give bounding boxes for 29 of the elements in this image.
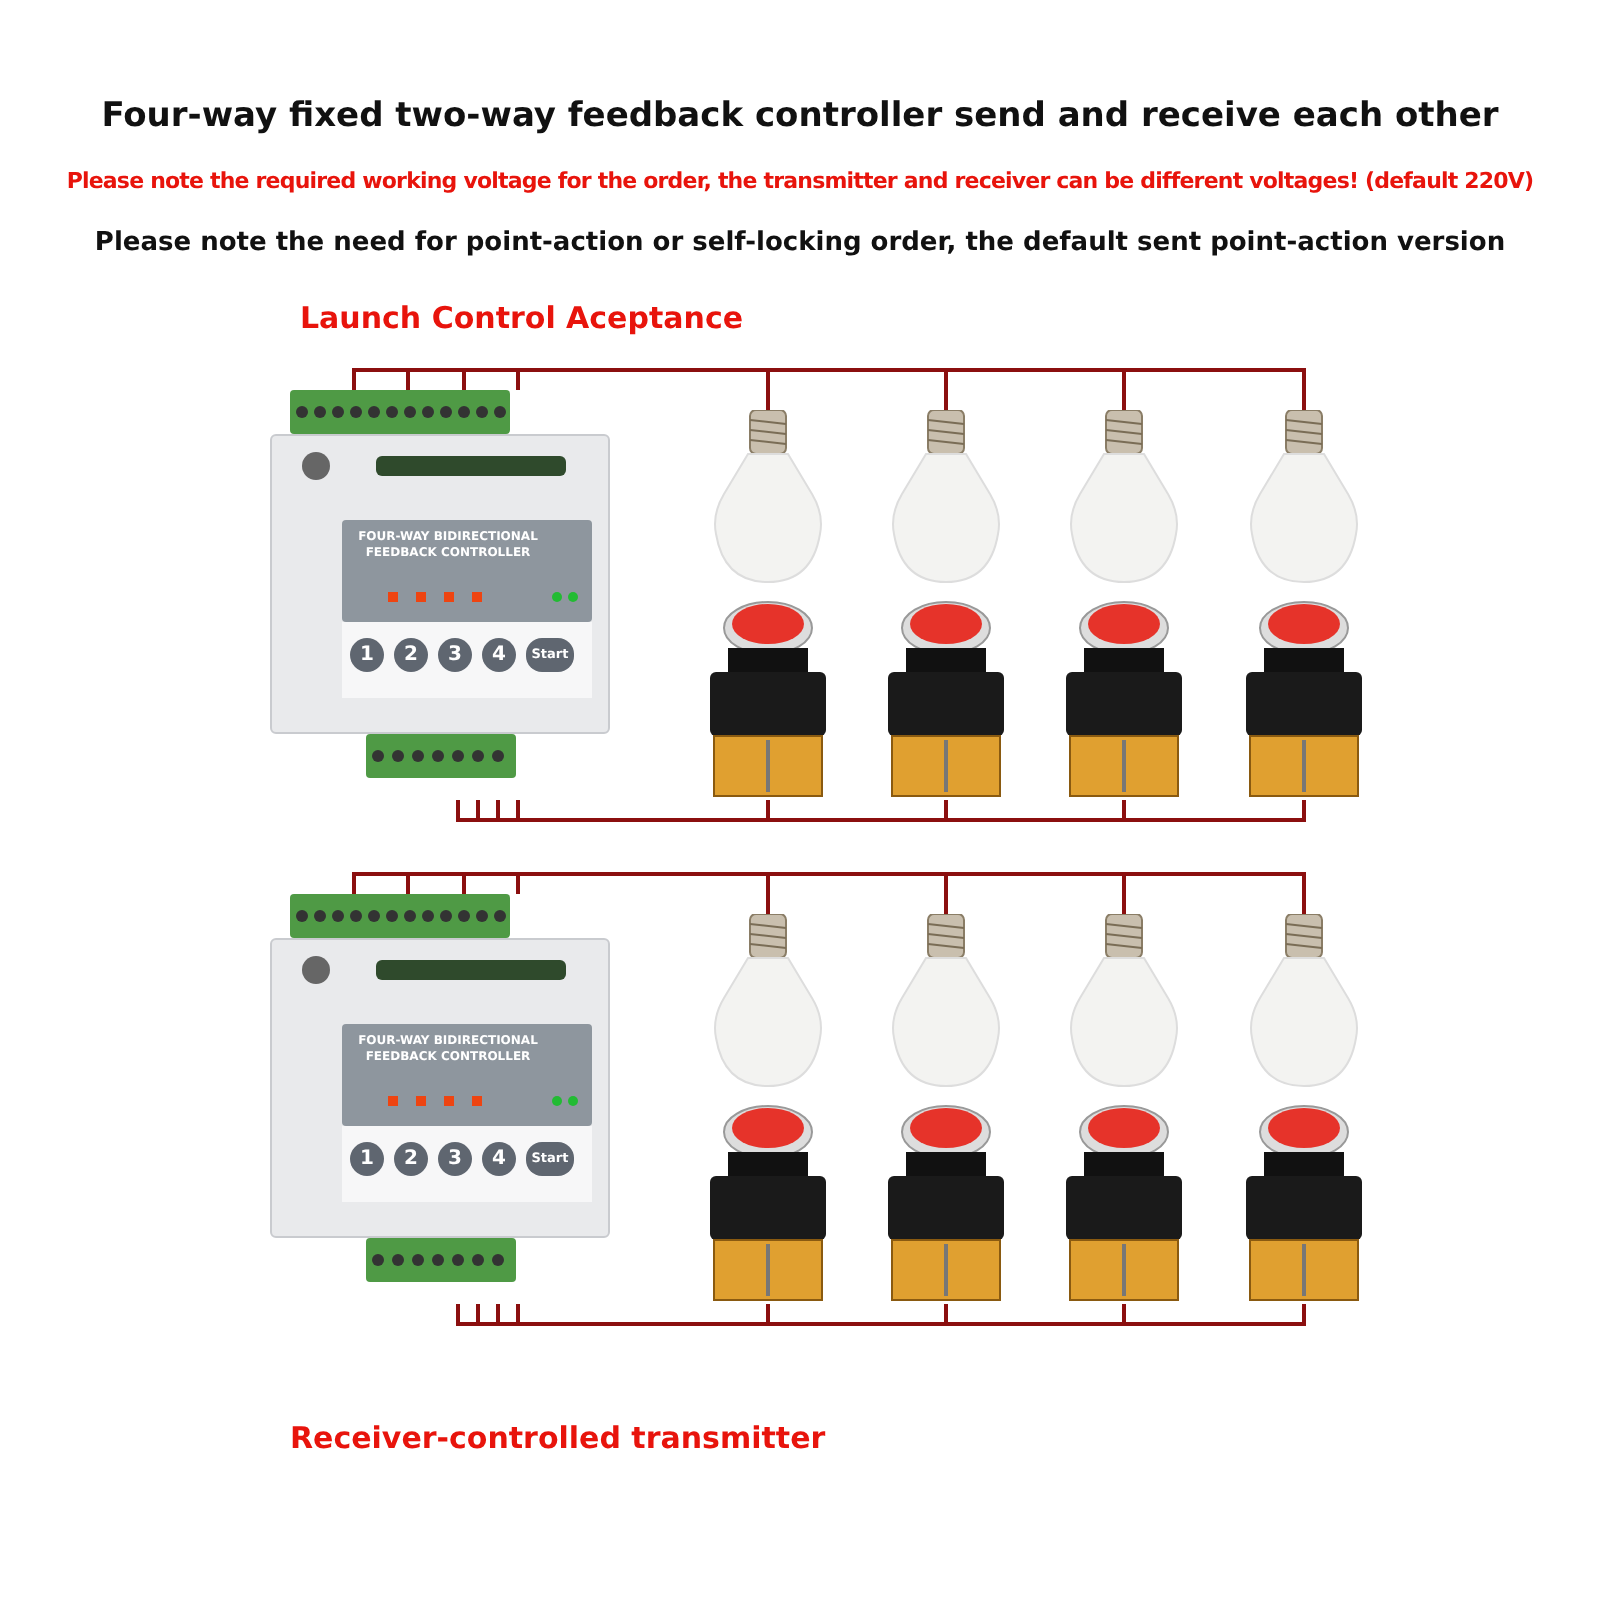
- light-bulb-drawing: [1244, 914, 1364, 1090]
- title: Four-way fixed two-way feedback controller send and receive each other: [99, 96, 1501, 136]
- section-label: Launch Control Aceptance: [300, 300, 744, 336]
- light-bulb-drawing: [1244, 410, 1364, 586]
- wire: [516, 872, 1306, 914]
- note: Please note the required working voltage for the order, the transmitter and receiver can be different voltages! (default 220V): [64, 168, 1536, 194]
- wire: [406, 872, 948, 914]
- wire: [352, 368, 770, 410]
- wire: [496, 1304, 1126, 1326]
- wire: [476, 1304, 948, 1326]
- light-bulb-drawing: [886, 914, 1006, 1090]
- wire: [462, 872, 1126, 914]
- light-bulb-drawing: [1064, 914, 1184, 1090]
- wire: [456, 1304, 770, 1326]
- wire: [462, 368, 1126, 410]
- light-bulb-drawing: [1064, 410, 1184, 586]
- wire: [516, 368, 1306, 410]
- wire: [456, 800, 770, 822]
- wire: [406, 368, 948, 410]
- light-bulb-drawing: [708, 410, 828, 586]
- wire: [516, 800, 1306, 822]
- light-bulb-drawing: [886, 410, 1006, 586]
- wire: [496, 800, 1126, 822]
- wire: [476, 800, 948, 822]
- section-label: Receiver-controlled transmitter: [290, 1420, 826, 1456]
- wire: [516, 1304, 1306, 1326]
- wire: [352, 872, 770, 914]
- light-bulb-drawing: [708, 914, 828, 1090]
- note: Please note the need for point-action or self-locking order, the default sent point-action version: [92, 228, 1508, 258]
